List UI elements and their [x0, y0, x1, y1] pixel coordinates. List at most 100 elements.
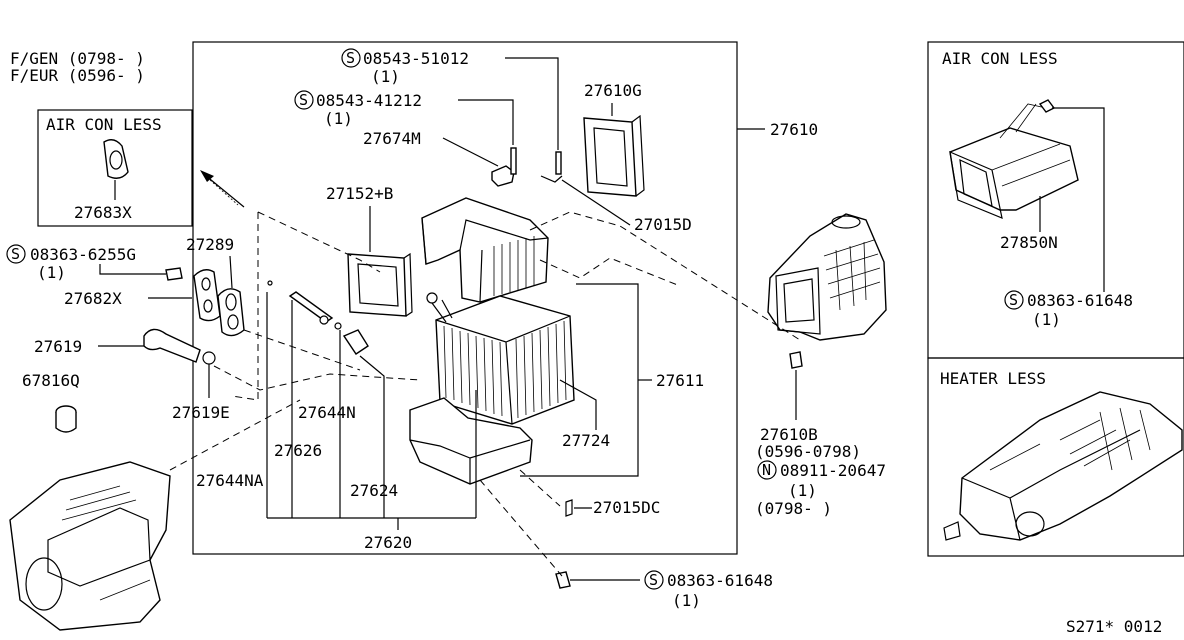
clip-27674m [491, 165, 515, 187]
part-27015d: 27015D [634, 215, 692, 234]
inset-title: HEATER LESS [940, 369, 1046, 388]
grommet-hole-4 [227, 314, 239, 330]
bolt-qty: (1) [371, 67, 400, 86]
part-27152b: 27152+B [326, 184, 393, 203]
filter-inner [357, 263, 399, 307]
plug-hole [109, 150, 123, 170]
s-prefix: S [346, 49, 355, 67]
part-27610g: 27610G [584, 81, 642, 100]
arrow-head [200, 170, 214, 182]
filter-inner [593, 127, 628, 187]
filter-27152b [347, 252, 413, 317]
arrow-line [204, 174, 245, 208]
hose-27619 [143, 328, 201, 363]
dash-9 [519, 469, 561, 507]
part-27015dc: 27015DC [593, 498, 660, 517]
duct-mouth-inner [959, 159, 993, 207]
bolt-27610b [789, 351, 803, 369]
small-fitting [267, 280, 273, 286]
inset-title: AIR CON LESS [942, 49, 1058, 68]
part-67816q: 67816Q [22, 371, 80, 390]
callout-bolt-51012: S 08543-51012 (1) [341, 48, 559, 150]
part-27724: 27724 [562, 431, 610, 450]
part-27674m: 27674M [363, 129, 421, 148]
part-27850n: 27850N [1000, 233, 1058, 252]
inset-heater-less: HEATER LESS [940, 369, 1183, 541]
cap-body [55, 412, 77, 433]
s-prefix: S [11, 245, 20, 263]
model-line-1: F/GEN (0798- ) [10, 49, 145, 68]
heater-duct-edges [961, 429, 1141, 541]
inset-frame [37, 109, 193, 227]
upper-case-edges [421, 217, 549, 303]
pipe-fitting [426, 292, 438, 304]
part-27611: 27611 [656, 371, 704, 390]
inset-air-con-less-small: AIR CON LESS 27683X [37, 109, 193, 227]
dash-details [61, 485, 151, 601]
heater-bracket [943, 521, 961, 541]
blower-intake [831, 215, 861, 229]
n-prefix: N [762, 461, 771, 479]
direction-arrow [200, 170, 245, 208]
vehicle-dashboard-sketch [9, 461, 171, 631]
callout-bolt-bottom: S 08363-61648 (1) [555, 570, 773, 610]
bolt-code: 08543-41212 [316, 91, 422, 110]
inset-air-con-less-right: AIR CON LESS 27850N S 08363-61648 (1) [942, 49, 1133, 329]
grommet-hole-2 [203, 299, 213, 313]
upper-case-ribs [493, 236, 535, 296]
bolt-code: 08363-61648 [667, 571, 773, 590]
blower-grille [823, 239, 881, 311]
duct-27850n [949, 127, 1079, 211]
screw-41212 [510, 147, 517, 175]
lower-case-edges [409, 439, 531, 484]
dash-4 [539, 257, 681, 287]
nut-qty: (1) [788, 481, 817, 500]
inset-title: AIR CON LESS [46, 115, 162, 134]
s-circle [341, 48, 361, 68]
leader-27289 [229, 255, 233, 289]
part-27610: 27610 [770, 120, 818, 139]
filter-side [631, 114, 645, 197]
evaporator-edges [435, 315, 571, 425]
dash-7 [169, 399, 301, 471]
blower-outlet-inner [783, 278, 815, 323]
s-circle [644, 570, 664, 590]
callout-bolt-6255g: S 08363-6255G (1) [6, 244, 183, 282]
part-27683x: 27683X [74, 203, 132, 222]
plug-27683x [103, 139, 129, 179]
leader-27724 [559, 379, 597, 430]
pipe [431, 299, 453, 323]
s-circle [294, 90, 314, 110]
expansion-valve-group [267, 280, 369, 355]
part-27610b-range: (0596-0798) [755, 442, 861, 461]
part-27619: 27619 [34, 337, 82, 356]
valve-27644n [342, 329, 369, 355]
leader-27624 [359, 355, 385, 518]
dash-1 [257, 211, 381, 273]
bolt-qty: (1) [37, 263, 66, 282]
cap-67816q [55, 405, 77, 433]
evaporator-fins [443, 320, 567, 419]
duct-details [991, 103, 1071, 187]
s-prefix: S [299, 91, 308, 109]
part-27682x: 27682X [64, 289, 122, 308]
part-27610b: 27610B [760, 425, 818, 444]
leader-27674m [442, 137, 499, 167]
part-27644na: 27644NA [196, 471, 264, 490]
heater-duct-body [959, 391, 1183, 541]
s-circle [1004, 290, 1024, 310]
bolt-shape [1038, 99, 1056, 113]
assembly-dashed-lines [169, 211, 801, 577]
dash-outline [9, 461, 171, 631]
duct-mouth [949, 151, 1003, 219]
bolt-shape [165, 267, 183, 281]
model-line-2: F/EUR (0596- ) [10, 66, 145, 85]
s-circle [6, 244, 26, 264]
dash-duct [25, 557, 63, 611]
oring [319, 315, 329, 325]
bolt-qty: (1) [672, 591, 701, 610]
bolt-code: 08363-61648 [1027, 291, 1133, 310]
nut-code: 08911-20647 [780, 461, 886, 480]
part-27289: 27289 [186, 235, 234, 254]
